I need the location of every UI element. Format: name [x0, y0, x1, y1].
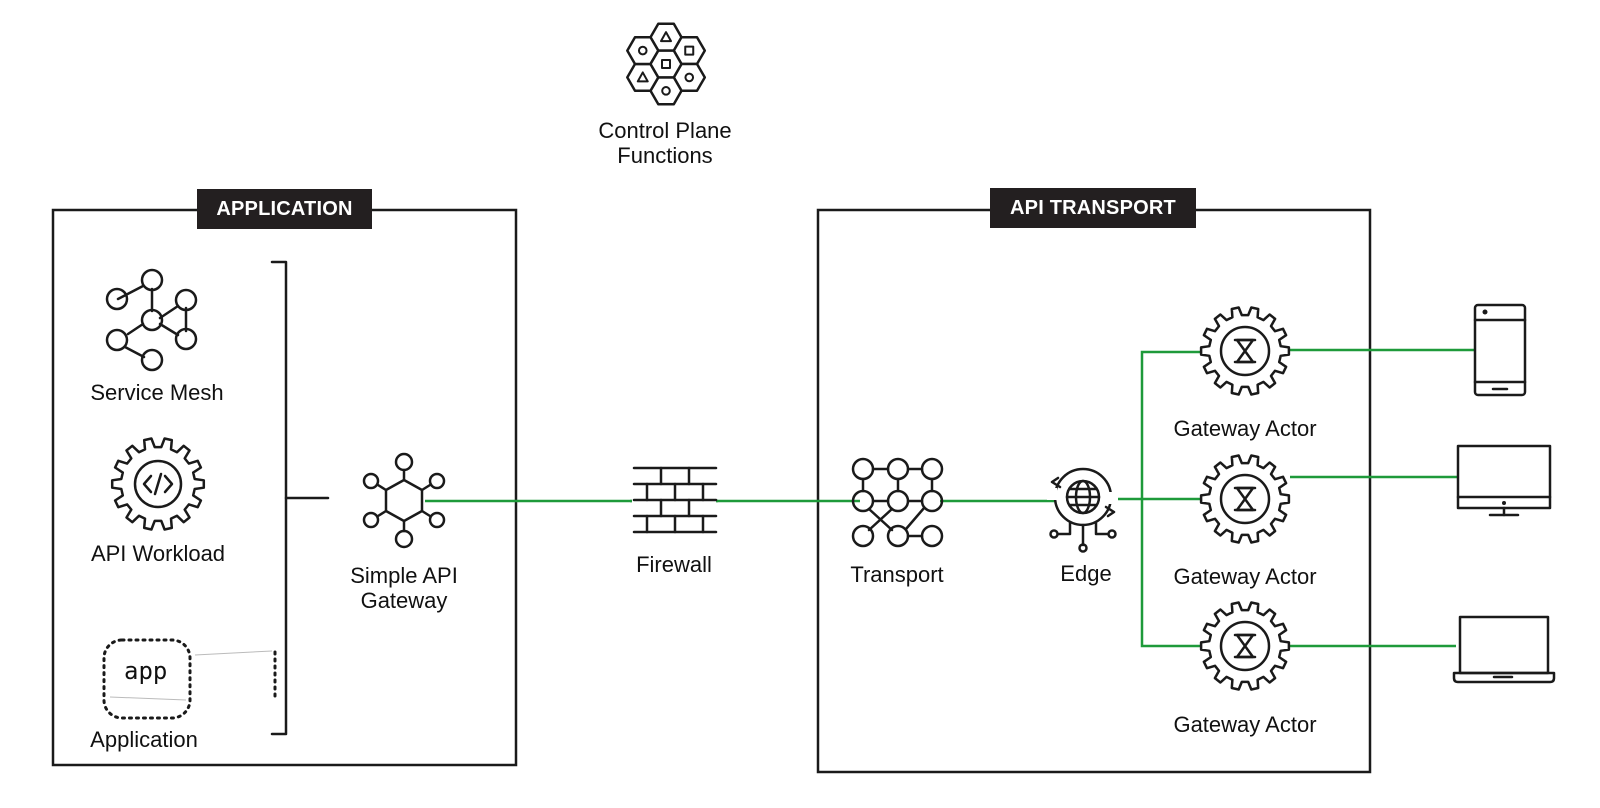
brick-wall-icon	[632, 464, 718, 534]
connector-lines	[425, 348, 1475, 648]
api-workload-label: API Workload	[90, 541, 226, 566]
monitor-icon	[1456, 444, 1552, 517]
gear-hourglass-icon	[1199, 454, 1291, 544]
app-badge-icon	[102, 638, 277, 720]
gateway-actor-label: Gateway Actor	[1173, 416, 1317, 441]
gateway-actor-label: Gateway Actor	[1173, 712, 1317, 737]
service-mesh-label: Service Mesh	[90, 380, 224, 405]
api-transport-section-title: API TRANSPORT	[990, 188, 1196, 228]
app-badge-text: app	[124, 657, 168, 685]
simple-api-gateway-label-line2: Gateway	[360, 588, 448, 613]
gear-hourglass-icon	[1199, 306, 1291, 396]
control-plane-label-line2: Functions	[617, 143, 713, 168]
firewall-label: Firewall	[636, 552, 712, 577]
application-bracket	[270, 260, 330, 736]
phone-icon	[1473, 303, 1527, 397]
simple-api-gateway-label: Simple API Gateway	[350, 563, 458, 613]
globe-cycle-icon	[1047, 467, 1118, 553]
laptop-icon	[1452, 615, 1556, 684]
gear-code-icon	[110, 437, 206, 531]
hexagon-cluster-icon	[626, 22, 707, 106]
control-plane-label: Control Plane Functions	[598, 118, 731, 168]
transport-label: Transport	[850, 562, 944, 587]
hexagon-hub-icon	[362, 452, 446, 549]
gear-hourglass-icon	[1199, 601, 1291, 691]
simple-api-gateway-label-line1: Simple API	[350, 563, 458, 588]
edge-label: Edge	[1060, 561, 1112, 586]
application-section-title: APPLICATION	[197, 189, 372, 229]
node-graph-icon	[851, 457, 944, 548]
application-label: Application	[90, 727, 198, 752]
control-plane-label-line1: Control Plane	[598, 118, 732, 143]
mesh-network-icon	[105, 268, 198, 372]
gateway-actor-label: Gateway Actor	[1173, 564, 1317, 589]
